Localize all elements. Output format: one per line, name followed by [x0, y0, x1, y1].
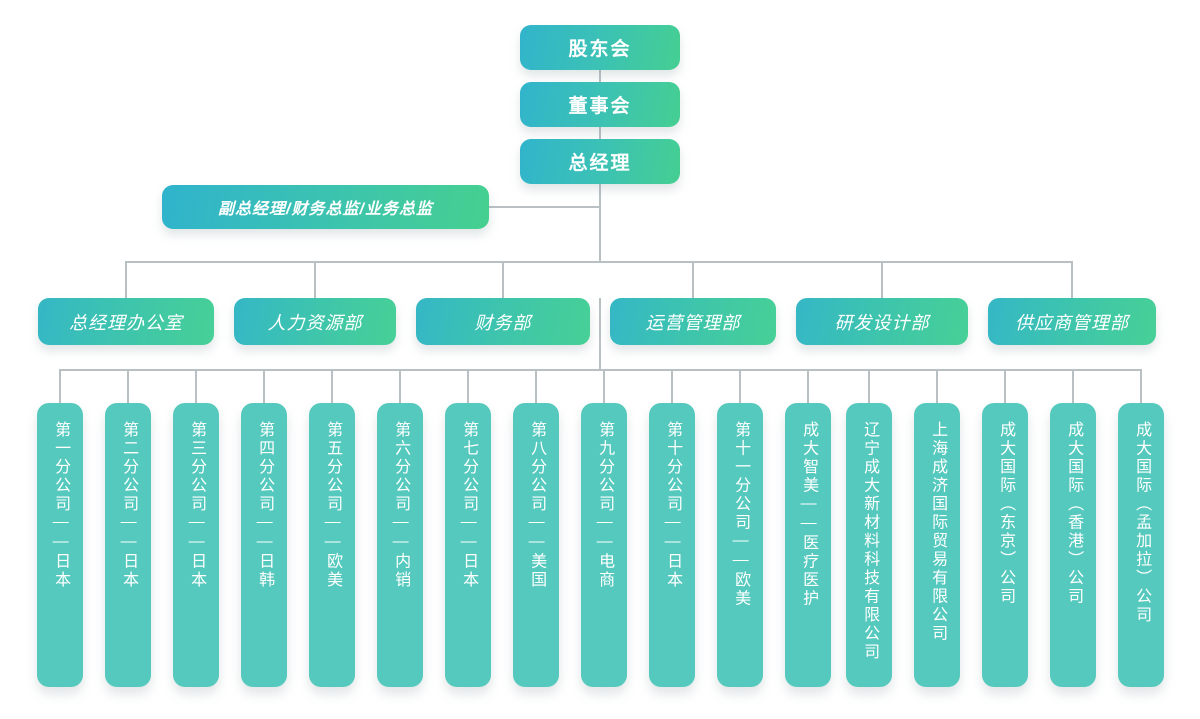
node-label: 总经理办公室 — [69, 312, 183, 333]
connector-drop-sub-8 — [535, 369, 537, 404]
connector-drop-sub-1 — [59, 369, 61, 404]
node-label: 第八分公司——美国 — [528, 421, 546, 590]
node-vice-president[interactable]: 副总经理/财务总监/业务总监 — [162, 185, 489, 229]
connector-drop-sub-11 — [739, 369, 741, 404]
connector-drop-dept-2 — [314, 261, 316, 299]
node-subsidiary-chengda-zhimei[interactable]: 成大智美——医疗医护 — [785, 403, 831, 687]
connector-spine-board-gm — [599, 127, 601, 146]
node-label: 研发设计部 — [834, 312, 930, 333]
connector-drop-sub-5 — [331, 369, 333, 404]
node-subsidiary-5[interactable]: 第五分公司——欧美 — [309, 403, 355, 687]
node-subsidiary-international-tokyo[interactable]: 成大国际（东京）公司 — [982, 403, 1028, 687]
node-subsidiary-1[interactable]: 第一分公司——日本 — [37, 403, 83, 687]
node-department-gm-office[interactable]: 总经理办公室 — [38, 298, 214, 345]
node-subsidiary-international-hongkong[interactable]: 成大国际（香港）公司 — [1050, 403, 1096, 687]
node-department-operations[interactable]: 运营管理部 — [610, 298, 776, 345]
node-label: 第六分公司——内销 — [392, 421, 410, 590]
node-label: 第二分公司——日本 — [120, 421, 138, 590]
connector-drop-dept-5 — [881, 261, 883, 299]
node-label: 运营管理部 — [645, 312, 741, 333]
node-subsidiary-international-bangladesh[interactable]: 成大国际（孟加拉）公司 — [1118, 403, 1164, 687]
node-subsidiary-10[interactable]: 第十分公司——日本 — [649, 403, 695, 687]
node-label: 财务部 — [474, 312, 532, 333]
connector-drop-sub-17 — [1140, 369, 1142, 404]
node-department-finance[interactable]: 财务部 — [416, 298, 590, 345]
node-subsidiary-11[interactable]: 第十一分公司——欧美 — [717, 403, 763, 687]
node-label: 第十一分公司——欧美 — [732, 421, 750, 608]
connector-drop-sub-9 — [603, 369, 605, 404]
node-subsidiary-shanghai-chengji-trade[interactable]: 上海成济国际贸易有限公司 — [914, 403, 960, 687]
node-label: 成大国际（东京）公司 — [997, 421, 1015, 606]
node-label: 第三分公司——日本 — [188, 421, 206, 590]
connector-drop-sub-13 — [868, 369, 870, 404]
node-label: 成大智美——医疗医护 — [800, 421, 818, 608]
node-label: 总经理 — [568, 153, 632, 174]
connector-drop-sub-4 — [263, 369, 265, 404]
node-label: 董事会 — [568, 96, 632, 117]
node-label: 第五分公司——欧美 — [324, 421, 342, 590]
node-subsidiary-liaoning-new-materials[interactable]: 辽宁成大新材料科技有限公司 — [846, 403, 892, 687]
node-label: 第四分公司——日韩 — [256, 421, 274, 590]
node-label: 第十分公司——日本 — [664, 421, 682, 590]
node-label: 人力资源部 — [267, 312, 363, 333]
connector-drop-sub-10 — [671, 369, 673, 404]
connector-drop-sub-14 — [936, 369, 938, 404]
node-label: 第七分公司——日本 — [460, 421, 478, 590]
connector-spine-shareholders-board — [599, 70, 601, 90]
node-label: 第九分公司——电商 — [596, 421, 614, 590]
connector-drop-sub-15 — [1004, 369, 1006, 404]
connector-subsidiary-bus — [60, 369, 1141, 371]
connector-drop-dept-1 — [125, 261, 127, 299]
node-label: 成大国际（香港）公司 — [1065, 421, 1083, 606]
node-subsidiary-4[interactable]: 第四分公司——日韩 — [241, 403, 287, 687]
connector-drop-sub-2 — [127, 369, 129, 404]
node-subsidiary-6[interactable]: 第六分公司——内销 — [377, 403, 423, 687]
node-label: 上海成济国际贸易有限公司 — [929, 421, 947, 643]
node-shareholders-meeting[interactable]: 股东会 — [520, 25, 680, 70]
node-subsidiary-8[interactable]: 第八分公司——美国 — [513, 403, 559, 687]
node-label: 第一分公司——日本 — [52, 421, 70, 590]
node-department-rnd-design[interactable]: 研发设计部 — [796, 298, 968, 345]
node-general-manager[interactable]: 总经理 — [520, 139, 680, 184]
node-subsidiary-2[interactable]: 第二分公司——日本 — [105, 403, 151, 687]
connector-drop-sub-16 — [1072, 369, 1074, 404]
node-department-human-resources[interactable]: 人力资源部 — [234, 298, 396, 345]
connector-drop-sub-12 — [807, 369, 809, 404]
node-department-supplier-management[interactable]: 供应商管理部 — [988, 298, 1156, 345]
connector-drop-sub-6 — [399, 369, 401, 404]
connector-department-bus — [126, 261, 1073, 263]
node-subsidiary-9[interactable]: 第九分公司——电商 — [581, 403, 627, 687]
connector-spine-to-subsidiary-bus — [599, 298, 601, 370]
node-label: 股东会 — [568, 39, 632, 60]
connector-drop-dept-6 — [1071, 261, 1073, 299]
connector-spine-gm-departments — [599, 184, 601, 262]
connector-vp-branch — [489, 206, 600, 208]
connector-drop-dept-4 — [692, 261, 694, 299]
node-subsidiary-3[interactable]: 第三分公司——日本 — [173, 403, 219, 687]
connector-drop-sub-7 — [467, 369, 469, 404]
connector-drop-dept-3 — [502, 261, 504, 299]
node-subsidiary-7[interactable]: 第七分公司——日本 — [445, 403, 491, 687]
node-label: 成大国际（孟加拉）公司 — [1133, 421, 1151, 625]
node-label: 副总经理/财务总监/业务总监 — [218, 201, 433, 218]
node-label: 供应商管理部 — [1015, 312, 1129, 333]
node-label: 辽宁成大新材料科技有限公司 — [861, 421, 879, 662]
connector-drop-sub-3 — [195, 369, 197, 404]
node-board-of-directors[interactable]: 董事会 — [520, 82, 680, 127]
